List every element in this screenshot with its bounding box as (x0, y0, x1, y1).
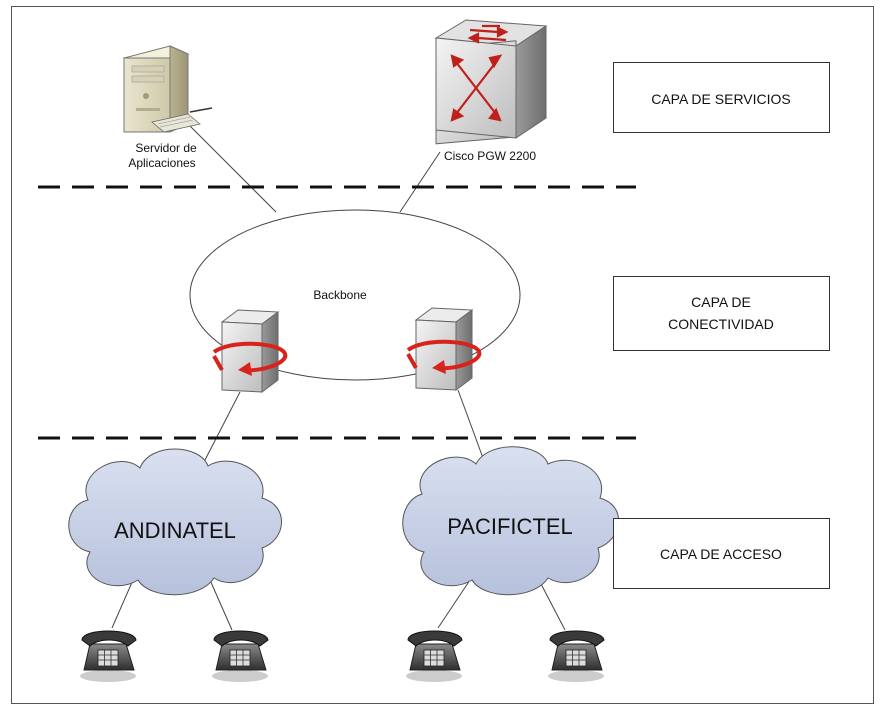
link-router-left-cloud (204, 391, 241, 461)
layer-access-label: CAPA DE ACCESO (660, 546, 782, 562)
server-label-line1: Servidor de (135, 141, 197, 155)
router-icon (406, 307, 482, 391)
server-tower-icon (122, 45, 213, 133)
backbone-label: Backbone (313, 288, 367, 302)
server-label-line2: Aplicaciones (128, 156, 195, 170)
router-icon (212, 309, 288, 393)
connections (111, 125, 566, 631)
layer-box-services (613, 62, 830, 133)
telephone-icon (548, 630, 605, 682)
cloud-pacifictel (402, 446, 619, 596)
switch-icon (434, 19, 548, 145)
link-router-right-cloud (457, 389, 484, 459)
layer-box-access (613, 518, 830, 589)
link-pacifictel-phone2 (539, 581, 566, 631)
telephone-icon (80, 630, 137, 682)
layer-services-label: CAPA DE SERVICIOS (651, 91, 791, 107)
layer-box-connectivity (613, 276, 830, 351)
cloud-andinatel (68, 448, 282, 596)
link-pacifictel-phone1 (437, 579, 471, 629)
telephone-icon (406, 630, 463, 682)
pacifictel-label: PACIFICTEL (447, 514, 573, 539)
link-andinatel-phone2 (209, 579, 233, 631)
layer-connectivity-label-line1: CAPA DE (691, 294, 751, 310)
andinatel-label: ANDINATEL (114, 518, 236, 543)
link-server-backbone (189, 125, 277, 213)
telephone-icon (212, 630, 269, 682)
link-pgw-backbone (399, 151, 441, 213)
layer-connectivity-label-line2: CONECTIVIDAD (668, 316, 774, 332)
pgw-label: Cisco PGW 2200 (444, 149, 536, 163)
link-andinatel-phone1 (111, 579, 134, 629)
